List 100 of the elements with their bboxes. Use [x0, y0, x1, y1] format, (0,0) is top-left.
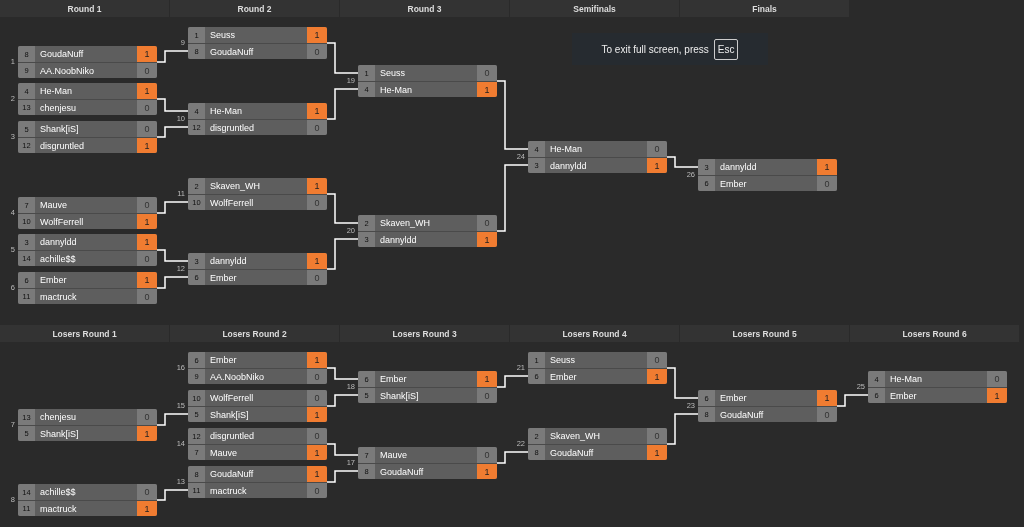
player-name: Ember — [719, 177, 748, 191]
player-name: He-Man — [39, 85, 73, 98]
score: 0 — [137, 409, 157, 425]
match-box — [188, 27, 327, 59]
bracket-line — [156, 413, 189, 426]
notice-text: To exit full screen, press — [601, 43, 709, 55]
score: 1 — [647, 369, 667, 384]
score: 1 — [307, 178, 327, 194]
player-name: mactruck — [209, 484, 248, 498]
player-name: dannyldd — [209, 255, 248, 268]
player-name: Mauve — [209, 446, 238, 460]
bracket-line — [666, 156, 699, 168]
match-box — [358, 447, 497, 479]
player-name: He-Man — [209, 105, 243, 118]
player-name: GoudaNuff — [719, 408, 765, 422]
player-name: Ember — [549, 370, 578, 384]
score: 0 — [137, 100, 157, 115]
match-box — [188, 428, 327, 460]
player-name: WolfFerrell — [39, 215, 85, 229]
player-name: chenjesu — [39, 101, 78, 115]
score: 0 — [307, 483, 327, 498]
player-name: Ember — [39, 274, 68, 287]
bracket-line — [666, 367, 699, 399]
match-box — [528, 428, 667, 460]
score: 1 — [477, 232, 497, 247]
bracket-line — [156, 489, 189, 501]
bracket-line — [326, 367, 359, 380]
score: 0 — [647, 352, 667, 368]
bracket-line — [326, 443, 359, 456]
bracket-line — [326, 470, 359, 483]
match-box — [18, 46, 157, 78]
score: 1 — [307, 445, 327, 460]
score: 1 — [137, 234, 157, 250]
bracket-line — [156, 276, 189, 289]
bracket-line — [836, 394, 869, 407]
player-name: Skaven_WH — [379, 217, 432, 230]
match-box — [358, 215, 497, 247]
score: 1 — [137, 501, 157, 516]
match-box — [18, 121, 157, 153]
score: 0 — [137, 289, 157, 304]
player-name: GoudaNuff — [379, 465, 425, 479]
match-box — [188, 390, 327, 422]
player-name: Mauve — [379, 449, 408, 462]
player-name: WolfFerrell — [209, 196, 255, 210]
round-header: Finals — [680, 0, 850, 17]
score: 0 — [477, 447, 497, 463]
bracket-line — [496, 451, 529, 464]
player-name: Seuss — [549, 354, 576, 367]
player-name: dannyldd — [379, 233, 418, 247]
player-name: chenjesu — [39, 411, 78, 424]
player-name: Seuss — [379, 67, 406, 80]
bracket-line — [326, 238, 359, 270]
player-name: disgruntled — [209, 430, 256, 443]
round-header: Losers Round 1 — [0, 325, 170, 342]
score: 0 — [477, 215, 497, 231]
score: 0 — [647, 141, 667, 157]
match-box — [18, 234, 157, 266]
bracket-line — [326, 193, 359, 224]
score: 1 — [647, 158, 667, 173]
score: 1 — [137, 214, 157, 229]
match-box — [698, 390, 837, 422]
bracket-line — [156, 201, 189, 214]
player-name: disgruntled — [209, 121, 256, 135]
key-hint: Esc — [713, 38, 739, 60]
match-box — [358, 371, 497, 403]
score: 0 — [307, 195, 327, 210]
score: 0 — [307, 44, 327, 59]
score: 0 — [817, 407, 837, 422]
score: 1 — [307, 352, 327, 368]
match-box — [188, 352, 327, 384]
score: 1 — [817, 159, 837, 175]
score: 0 — [307, 428, 327, 444]
bracket-line — [156, 50, 189, 63]
match-box — [188, 178, 327, 210]
bracket-line — [156, 98, 189, 112]
round-header: Losers Round 4 — [510, 325, 680, 342]
score: 1 — [137, 83, 157, 99]
match-box — [188, 253, 327, 285]
player-name: GoudaNuff — [39, 48, 85, 61]
bracket-line — [326, 88, 359, 120]
score: 0 — [307, 390, 327, 406]
player-name: dannyldd — [39, 236, 78, 249]
score: 0 — [137, 197, 157, 213]
player-name: Shank[iS] — [209, 408, 250, 422]
score: 0 — [477, 388, 497, 403]
score: 0 — [137, 251, 157, 266]
score: 0 — [647, 428, 667, 444]
score: 1 — [307, 407, 327, 422]
match-box — [18, 83, 157, 115]
bracket-line — [666, 413, 699, 445]
player-name: AA.NoobNiko — [209, 370, 266, 384]
score: 1 — [477, 82, 497, 97]
score: 1 — [307, 466, 327, 482]
player-name: Shank[iS] — [39, 123, 80, 136]
score: 0 — [307, 270, 327, 285]
player-name: achille$$ — [39, 252, 77, 266]
match-box — [528, 352, 667, 384]
round-header: Round 3 — [340, 0, 510, 17]
player-name: dannyldd — [549, 159, 588, 173]
match-box — [358, 65, 497, 97]
